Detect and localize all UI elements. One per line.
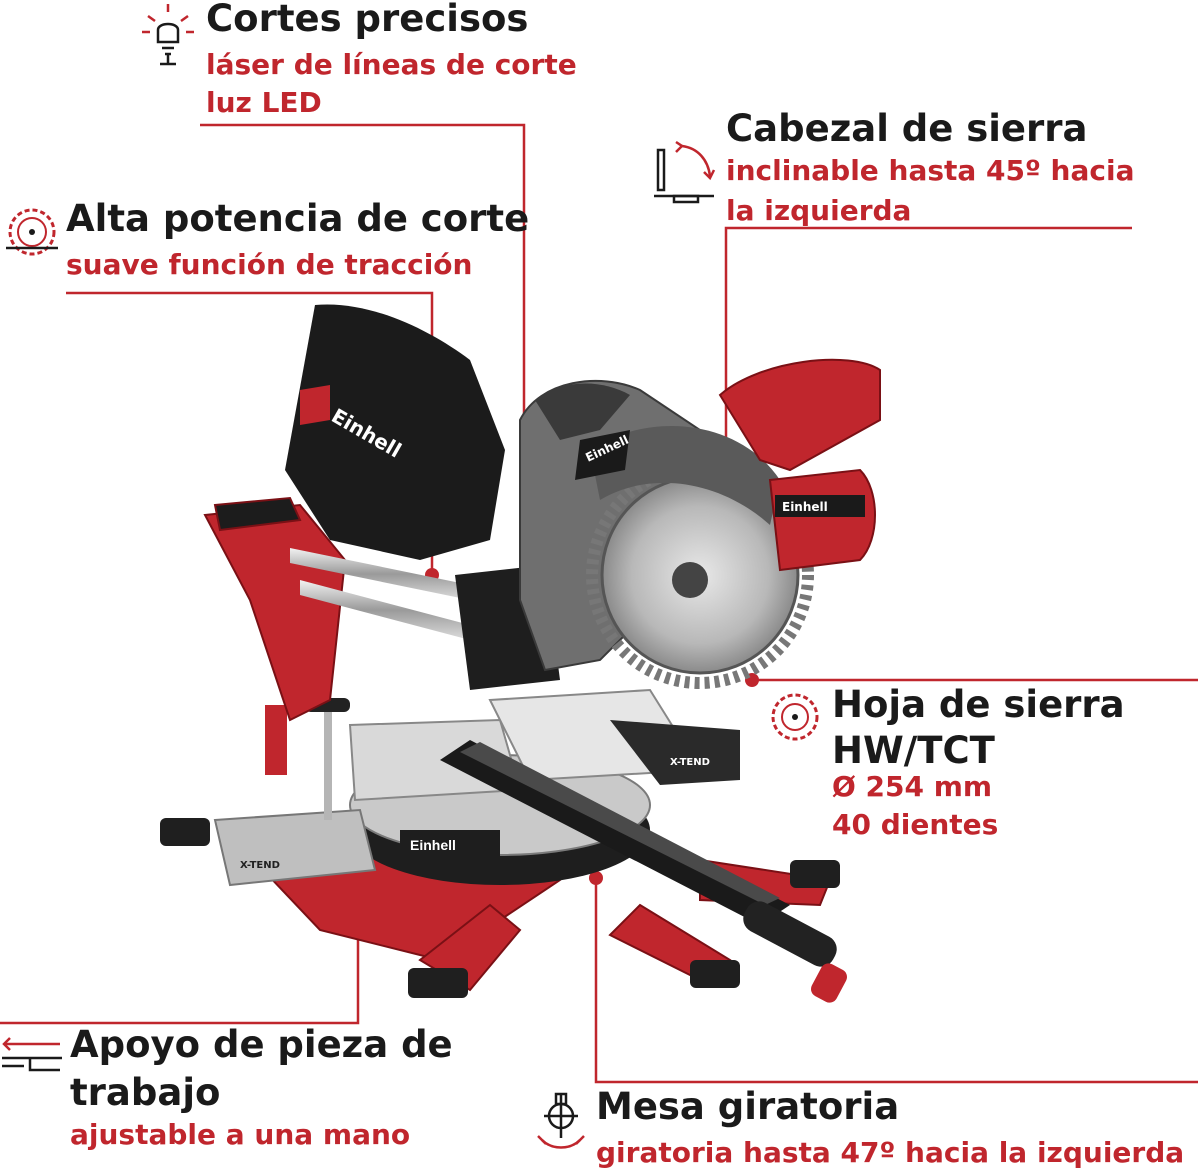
pivot-arm (203, 496, 347, 722)
head-subtitle-2: la izquierda (726, 194, 912, 227)
rotary-table-icon (536, 1090, 586, 1156)
dust-bag: Einhell (285, 304, 505, 560)
extension-arm (440, 740, 847, 1003)
table-subtitle-1: giratoria hasta 47º hacia la izquierda (596, 1136, 1185, 1169)
fence: X-TEND (348, 688, 740, 802)
rubber-feet (160, 818, 840, 998)
laser-subtitle-1: láser de líneas de corte (206, 48, 577, 81)
head-leader-line (724, 226, 1132, 460)
saw-head: Einhell (455, 379, 814, 690)
head-subtitle-1: inclinable hasta 45º hacia (726, 154, 1135, 187)
laser-subtitle-2: luz LED (206, 86, 322, 119)
svg-text:Einhell: Einhell (410, 837, 456, 853)
laser-title: Cortes precisos (206, 0, 529, 40)
workpiece-support-icon (0, 1036, 64, 1080)
svg-text:Einhell: Einhell (782, 500, 828, 514)
head-title: Cabezal de sierra (726, 107, 1088, 150)
blade-subtitle-2: 40 dientes (832, 808, 999, 841)
workpiece-support-clamp: X-TEND (213, 698, 377, 887)
support-subtitle-1: ajustable a una mano (70, 1118, 411, 1151)
x-tend-label-left: X-TEND (240, 860, 280, 871)
x-tend-label-right: X-TEND (670, 757, 710, 768)
table-leader-line (594, 878, 1198, 1084)
saw-blade-icon (4, 204, 60, 264)
blade-title-2: HW/TCT (832, 729, 995, 772)
tilt-angle-icon (652, 140, 718, 212)
power-title: Alta potencia de corte (66, 197, 530, 240)
saw-motor-handle: Einhell (718, 358, 881, 572)
sliding-rails (290, 548, 470, 640)
blade-subtitle-1: Ø 254 mm (832, 770, 993, 803)
power-subtitle-1: suave función de tracción (66, 248, 473, 281)
saw-blade-icon (768, 690, 822, 748)
support-title-2: trabajo (70, 1071, 221, 1114)
laser-light-icon (140, 2, 196, 72)
table-leader-dot (589, 871, 603, 885)
support-title-1: Apoyo de pieza de (70, 1023, 453, 1066)
table-title: Mesa giratoria (596, 1085, 900, 1128)
blade-title-1: Hoja de sierra (832, 683, 1125, 726)
